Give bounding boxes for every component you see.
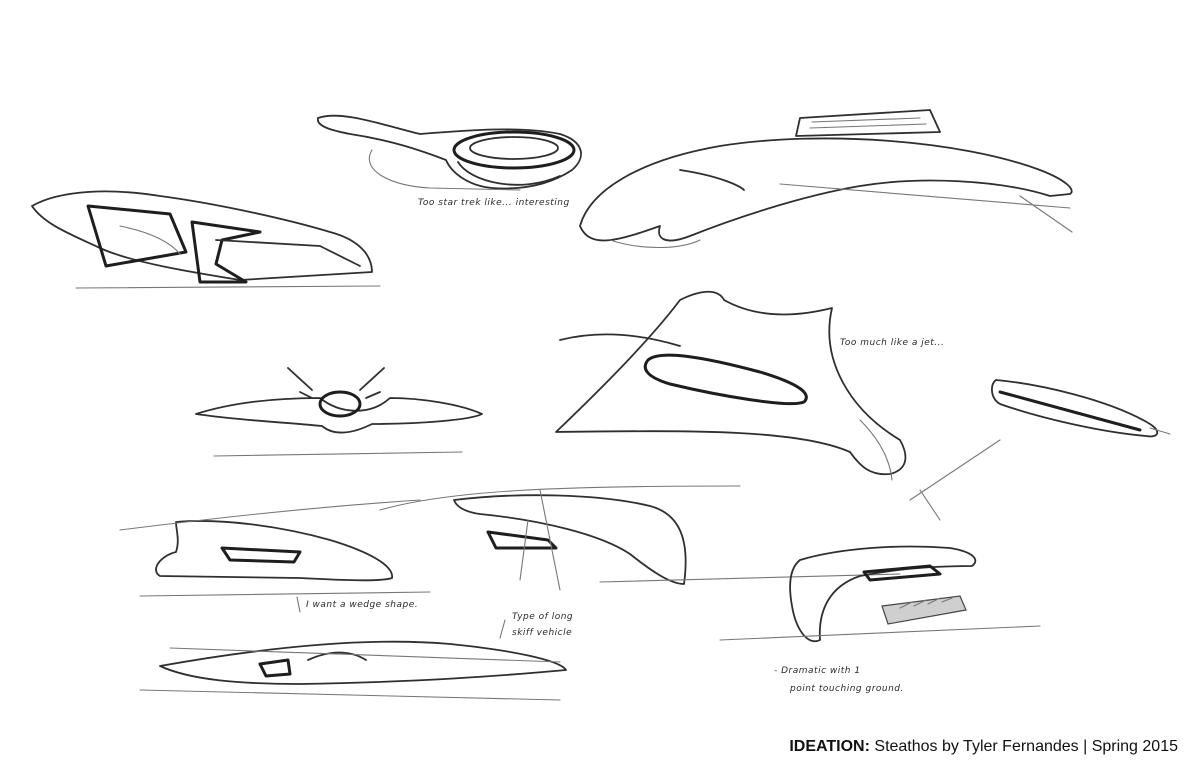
note-skiff-1: Type of long <box>512 612 574 622</box>
sketch-pod <box>991 379 1171 438</box>
caption-text: Steathos by Tyler Fernandes | Spring 201… <box>874 738 1178 755</box>
note-dramatic-1: - Dramatic with 1 <box>774 666 861 676</box>
sketch-jet <box>555 290 1001 521</box>
note-jet: Too much like a jet... <box>840 338 945 348</box>
note-hovercraft: Too star trek like... interesting <box>418 198 570 208</box>
sketch-wedge <box>119 499 431 597</box>
note-wedge: I want a wedge shape. <box>306 600 419 610</box>
sketch-long-vehicle <box>579 109 1073 249</box>
caption-label: IDEATION: <box>789 738 870 755</box>
sketch-skiff <box>139 640 567 701</box>
note-dramatic-2: point touching ground. <box>790 684 904 694</box>
sketch-dramatic <box>719 545 1041 643</box>
caption: IDEATION: Steathos by Tyler Fernandes | … <box>789 738 1178 756</box>
wedge-note-pointer <box>296 596 301 613</box>
sketch-saucer <box>317 114 582 191</box>
skiff-note-pointer <box>499 619 506 639</box>
sketch-front-wing <box>195 367 483 457</box>
sketch-flat-vehicle <box>31 190 381 289</box>
note-skiff-2: skiff vehicle <box>512 628 573 638</box>
sketch-shell <box>379 485 901 591</box>
